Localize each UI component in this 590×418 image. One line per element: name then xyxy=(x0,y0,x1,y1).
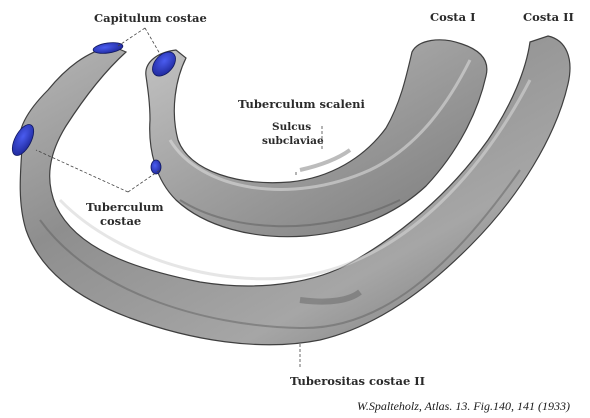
leader-lines xyxy=(35,27,323,368)
label-costa-i: Costa I xyxy=(430,10,475,24)
capitulum-costa-ii-facet xyxy=(92,42,124,54)
tuberculum-costa-i-facet xyxy=(150,159,162,175)
label-tuberculum-scaleni: Tuberculum scaleni xyxy=(238,97,366,111)
tuberculum-costa-ii-facet xyxy=(11,124,35,156)
label-sulcus-line1: Sulcus xyxy=(272,121,311,133)
label-costa-ii: Costa II xyxy=(523,10,574,24)
label-tuberculum-costae-line2: costae xyxy=(100,214,141,228)
capitulum-costa-i-facet xyxy=(152,51,176,77)
figure-caption: W.Spalteholz, Atlas. 13. Fig.140, 141 (1… xyxy=(357,399,570,413)
costa-i-bone xyxy=(145,39,488,238)
label-sulcus-line2: subclaviae xyxy=(262,135,324,147)
label-tuberositas-costae-ii: Tuberositas costae II xyxy=(290,374,425,388)
costa-ii-bone xyxy=(19,35,571,346)
label-capitulum-costae: Capitulum costae xyxy=(94,11,207,25)
label-tuberculum-costae-line1: Tuberculum xyxy=(86,200,164,214)
